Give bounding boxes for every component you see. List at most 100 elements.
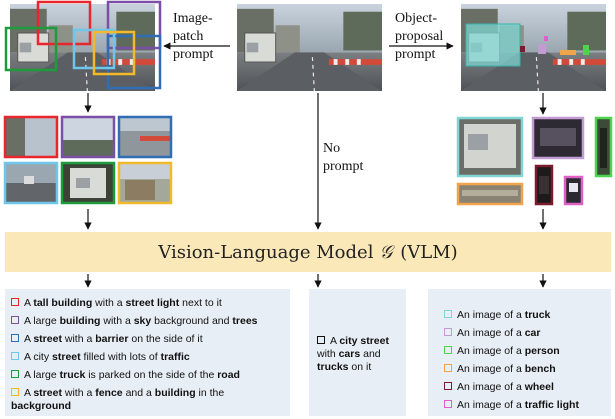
caption-color-marker — [11, 370, 19, 378]
caption-keyword: sky — [133, 315, 152, 327]
crop-car — [531, 116, 585, 160]
caption-text: background and — [151, 315, 233, 327]
patch-box-yellow — [92, 30, 136, 76]
caption-text: A — [24, 333, 34, 345]
object-caption: An image of a wheel — [444, 381, 609, 394]
caption-color-marker — [11, 298, 19, 306]
patch-box-green — [4, 26, 58, 72]
caption-text: with a — [100, 315, 134, 327]
vlm-abbr: (VLM) — [400, 241, 458, 263]
global-caption-text: A city street with cars and trucks on it — [317, 335, 399, 374]
caption-text: An image of a — [457, 327, 525, 339]
caption-keyword: street — [33, 387, 62, 399]
patch-caption: A street with a fence and a building in … — [11, 387, 286, 413]
caption-keyword: truck — [59, 369, 86, 381]
proposal-traffic-light — [544, 36, 548, 41]
crop-purple — [60, 115, 116, 159]
crop-bench — [456, 182, 524, 206]
caption-text: and — [360, 348, 381, 360]
caption-color-marker — [444, 382, 452, 390]
caption-color-marker — [444, 400, 452, 408]
caption-keyword: street light — [125, 297, 180, 309]
proposal-bench — [560, 50, 576, 55]
crop-lightblue — [3, 161, 59, 205]
caption-color-marker — [11, 316, 19, 324]
caption-text: next to it — [179, 297, 222, 309]
caption-keyword: bench — [524, 363, 556, 375]
caption-text: A — [330, 335, 340, 347]
caption-keyword: tall building — [33, 297, 93, 309]
caption-text: with — [317, 348, 339, 360]
caption-text: A — [24, 387, 34, 399]
proposal-car — [538, 44, 546, 54]
caption-text: filled with lots of — [80, 351, 161, 363]
crop-wheel — [534, 164, 554, 206]
vlm-label: Vision-Language Model — [158, 241, 374, 263]
caption-text: An image of a — [457, 309, 525, 321]
no-prompt-label: No prompt — [323, 141, 364, 174]
object-crops — [456, 116, 613, 206]
caption-keyword: building — [154, 387, 196, 399]
object-caption: An image of a person — [444, 345, 609, 358]
caption-color-marker — [11, 352, 19, 360]
crop-yellow — [117, 161, 173, 205]
caption-keyword: road — [217, 369, 240, 381]
object-caption: An image of a truck — [444, 309, 609, 322]
object-proposal-prompt-label: Object- proposal prompt — [395, 11, 444, 62]
proposal-person — [583, 45, 589, 55]
caption-text: An image of a — [457, 381, 525, 393]
patch-box-red — [36, 0, 92, 46]
caption-text: in the — [195, 387, 225, 399]
right-street-image — [460, 4, 607, 91]
caption-keyword: city street — [339, 335, 389, 347]
caption-color-marker — [317, 336, 325, 344]
caption-keyword: truck — [524, 309, 551, 321]
caption-keyword: trucks — [317, 361, 349, 373]
caption-color-marker — [11, 334, 19, 342]
caption-color-marker — [444, 346, 452, 354]
caption-keyword: barrier — [95, 333, 129, 345]
caption-keyword: car — [524, 327, 541, 339]
caption-color-marker — [444, 310, 452, 318]
caption-text: A large — [24, 315, 60, 327]
crop-traffic-light — [563, 175, 584, 206]
vlm-banner: Vision-Language Model 𝒢 (VLM) — [5, 232, 611, 272]
caption-text: on it — [348, 361, 372, 373]
caption-text: and a — [122, 387, 155, 399]
crop-green — [60, 161, 116, 205]
caption-text: A — [24, 297, 34, 309]
caption-keyword: street — [52, 351, 81, 363]
crop-red — [3, 115, 59, 159]
global-caption-panel: A city street with cars and trucks on it — [309, 289, 406, 416]
crop-person — [594, 116, 613, 178]
patch-crops — [3, 115, 173, 205]
caption-keyword: background — [11, 400, 72, 412]
left-street-image — [4, 0, 162, 91]
caption-keyword: street — [33, 333, 62, 345]
object-caption: An image of a traffic light — [444, 399, 609, 412]
caption-keyword: cars — [338, 348, 361, 360]
caption-text: A city — [24, 351, 53, 363]
caption-color-marker — [444, 328, 452, 336]
patch-caption: A large building with a sky background a… — [11, 315, 286, 328]
crop-truck — [456, 116, 524, 178]
image-patch-prompt-label: Image- patch prompt — [173, 11, 214, 62]
caption-keyword: building — [59, 315, 101, 327]
patch-captions-panel: A tall building with a street light next… — [5, 289, 290, 416]
caption-text: with a — [61, 333, 96, 345]
caption-text: An image of a — [457, 345, 525, 357]
proposal-truck — [465, 23, 521, 67]
caption-keyword: trees — [232, 315, 258, 327]
caption-text: is parked on the side of the — [85, 369, 218, 381]
proposal-wheel — [520, 46, 525, 52]
caption-keyword: traffic light — [524, 399, 579, 411]
caption-text: on the side of it — [128, 333, 203, 345]
caption-color-marker — [444, 364, 452, 372]
caption-text: An image of a — [457, 363, 525, 375]
vlm-symbol: 𝒢 — [379, 241, 393, 263]
crop-blue — [117, 115, 173, 159]
caption-text: An image of a — [457, 399, 525, 411]
patch-caption: A city street filled with lots of traffi… — [11, 351, 286, 364]
